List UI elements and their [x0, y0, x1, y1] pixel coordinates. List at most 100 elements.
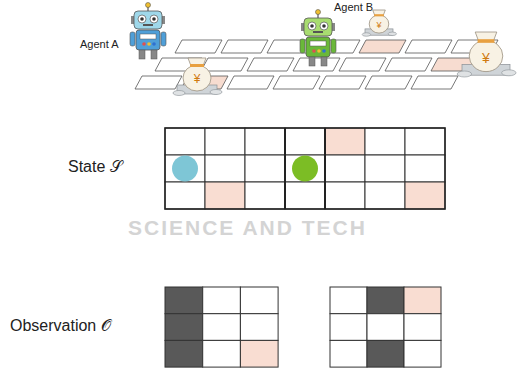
bag-neck	[188, 58, 206, 66]
robot-button	[317, 49, 321, 53]
bag-tie	[190, 64, 204, 67]
grid-cell	[404, 314, 441, 341]
grid-cell	[330, 287, 367, 314]
robot-pupil	[310, 24, 314, 28]
bag-neck	[373, 10, 386, 16]
agent-a-marker	[172, 156, 198, 182]
robot-eye	[150, 15, 158, 23]
floor-tile	[359, 40, 406, 53]
robot-panel	[140, 34, 156, 39]
grid-cell	[367, 314, 404, 341]
grid-cell	[165, 340, 203, 367]
robot-ear	[131, 16, 134, 24]
robot-pupil	[322, 24, 326, 28]
observation-grid-a	[165, 287, 278, 367]
coin	[502, 70, 516, 76]
robot-button	[142, 42, 146, 46]
money-bag	[173, 58, 222, 96]
floor-tile	[405, 40, 452, 53]
grid-cell	[205, 182, 245, 209]
robot-ear	[162, 16, 165, 24]
grid-cell	[404, 340, 441, 367]
observation-grid-b	[330, 287, 441, 367]
watermark: SCIENCE AND TECH	[128, 216, 367, 240]
row-label: State 𝒮	[68, 158, 122, 176]
robot-leg	[309, 57, 315, 66]
floor-tile	[227, 76, 274, 89]
grid-cell	[405, 155, 445, 182]
robot-leg	[139, 50, 145, 59]
floor-tile	[247, 58, 294, 71]
floor-tile	[339, 58, 386, 71]
robot-arm	[331, 39, 336, 53]
robot-eye	[138, 15, 146, 23]
grid-cell	[205, 155, 245, 182]
grid-cell	[325, 128, 365, 155]
grid-cell	[365, 182, 405, 209]
robot-panel	[310, 41, 326, 46]
robot-mouth	[143, 24, 153, 26]
grid-cell	[240, 314, 278, 341]
grid-cell	[330, 314, 367, 341]
robot-ear	[301, 23, 304, 31]
grid-cell	[367, 287, 404, 314]
robot-antenna-ball	[146, 3, 151, 8]
grid-cell	[205, 128, 245, 155]
bag-tie	[478, 39, 495, 43]
grid-cell	[285, 128, 325, 155]
floor-tile	[135, 76, 182, 89]
robot-pupil	[152, 17, 156, 21]
grid-divider	[324, 128, 326, 209]
floor-tile	[293, 58, 340, 71]
bag-body	[469, 40, 503, 71]
floor-tile	[365, 76, 412, 89]
grid-cell	[203, 314, 241, 341]
agent-b-marker	[292, 156, 318, 182]
floor-tile	[319, 76, 366, 89]
grid-cell	[404, 287, 441, 314]
grid-cell	[285, 182, 325, 209]
coin	[388, 32, 396, 36]
coin	[362, 33, 370, 37]
robot-agent	[130, 3, 166, 60]
money-bag	[457, 32, 516, 77]
currency-symbol: ¥	[482, 50, 490, 66]
grid-border	[165, 128, 445, 209]
grid-cell	[240, 287, 278, 314]
robot-arm	[130, 32, 135, 46]
grid-cell	[165, 155, 205, 182]
robot-eye	[320, 22, 328, 30]
floor-tile	[411, 76, 458, 89]
robot-button	[312, 49, 316, 53]
grid-cell	[165, 128, 205, 155]
robot-leg	[321, 57, 327, 66]
floor-tile	[385, 58, 432, 71]
bag-body	[369, 15, 389, 33]
currency-symbol: ¥	[194, 73, 201, 87]
robot-button	[322, 49, 326, 53]
grid-cell	[245, 182, 285, 209]
robot-head	[304, 18, 332, 36]
robot-arm	[300, 39, 305, 53]
floor-tile	[221, 40, 268, 53]
grid-cell	[325, 182, 365, 209]
state-grid	[165, 128, 445, 209]
bag-tie	[374, 14, 384, 16]
grid-cell	[240, 340, 278, 367]
robot-head	[134, 11, 162, 29]
grid-cell	[330, 340, 367, 367]
grid-cell	[165, 287, 203, 314]
grid-cell	[365, 155, 405, 182]
grid-cell	[285, 155, 325, 182]
grid-cell	[405, 128, 445, 155]
robot-agent	[300, 10, 336, 67]
coin	[210, 90, 222, 95]
grid-cell	[365, 128, 405, 155]
robot-antenna-ball	[316, 10, 321, 15]
bag-body	[183, 65, 211, 91]
row-label: Observation 𝒪	[10, 317, 111, 335]
grid-cell	[245, 128, 285, 155]
